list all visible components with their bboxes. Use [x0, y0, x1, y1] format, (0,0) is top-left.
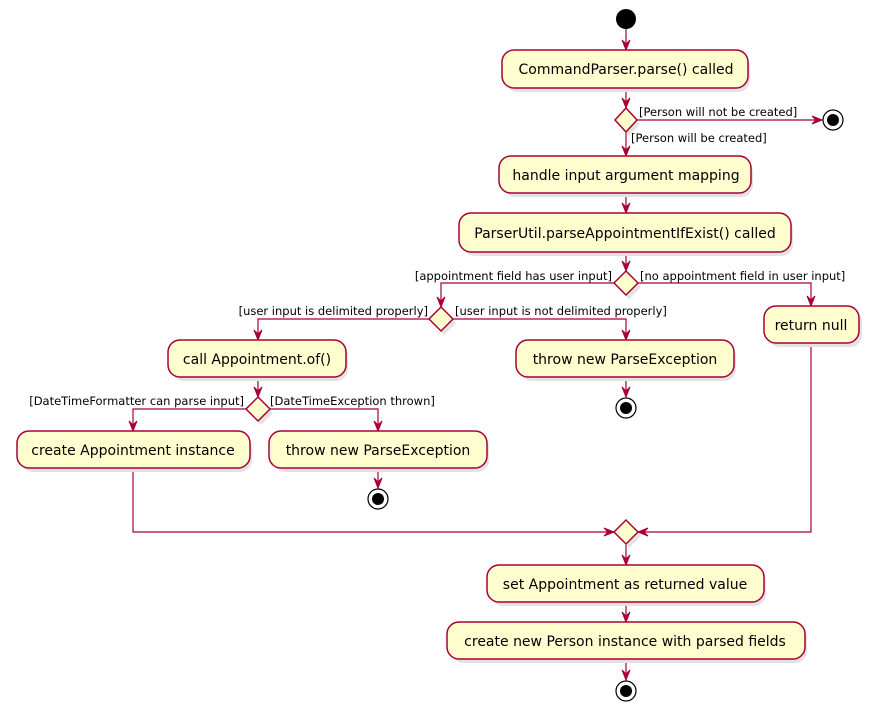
guard-delimited-properly: [user input is delimited properly] [239, 304, 428, 318]
guard-person-not-created: [Person will not be created] [639, 105, 797, 119]
decision-appointment-field [612, 269, 641, 299]
end-node-person-not-created [822, 109, 844, 131]
action-throw-parse-exception-2: throw new ParseException [268, 430, 489, 472]
action-set-appointment: set Appointment as returned value [486, 564, 766, 606]
arrowhead [621, 669, 631, 682]
action-create-person: create new Person instance with parsed f… [446, 621, 807, 663]
edge-decision4-to-throw2 [270, 408, 379, 431]
action-label: ParserUtil.parseAppointmentIfExist() cal… [474, 226, 775, 242]
guard-appointment-field-has-input: [appointment field has user input] [415, 269, 612, 283]
action-label: return null [775, 318, 848, 334]
arrowhead [373, 477, 383, 490]
edge-decision3-to-call-of [257, 318, 429, 340]
guard-not-delimited-properly: [user input is not delimited properly] [455, 304, 667, 318]
arrowhead [128, 420, 138, 433]
action-create-appointment: create Appointment instance [16, 430, 252, 472]
arrowhead [253, 386, 263, 399]
guard-formatter-can-parse: [DateTimeFormatter can parse input] [29, 394, 244, 408]
action-handle-mapping: handle input argument mapping [498, 155, 753, 197]
action-return-null: return null [763, 305, 862, 347]
arrowhead [621, 329, 631, 342]
arrowhead [373, 420, 383, 433]
edge-decision2-to-return-null [638, 282, 812, 306]
end-node-not-delimited [615, 397, 637, 419]
action-parserutil-called: ParserUtil.parseAppointmentIfExist() cal… [458, 212, 793, 256]
guard-no-appointment-field: [no appointment field in user input] [640, 269, 845, 283]
arrowhead [621, 386, 631, 399]
end-node-datetime-exception [367, 488, 389, 510]
arrowhead [253, 329, 263, 342]
end-node-final [615, 680, 637, 702]
action-label: CommandParser.parse() called [519, 62, 734, 78]
arrowhead [621, 202, 631, 215]
merge-node [612, 518, 641, 548]
edge-return-null-to-merge [638, 343, 812, 533]
action-call-appointment-of: call Appointment.of() [167, 339, 348, 381]
start-node [616, 9, 636, 29]
guard-datetime-exception: [DateTimeException thrown] [270, 394, 435, 408]
edge-decision3-to-throw1 [453, 318, 627, 340]
arrowhead [436, 296, 446, 309]
edge-decision4-to-create-appt [132, 408, 246, 431]
arrowhead [811, 115, 824, 125]
arrowhead [806, 295, 816, 308]
arrowhead [603, 527, 616, 537]
arrowhead [636, 527, 649, 537]
arrowhead [621, 39, 631, 52]
guard-labels: [Person will not be created] [Person wil… [29, 105, 845, 408]
edge-decision2-to-decision3 [440, 282, 614, 307]
action-label: set Appointment as returned value [503, 577, 747, 593]
arrowhead [621, 145, 631, 158]
action-throw-parse-exception-1: throw new ParseException [515, 339, 736, 381]
action-label: create Appointment instance [31, 443, 234, 459]
decision-datetime-parse [244, 395, 273, 425]
action-parse-called: CommandParser.parse() called [501, 49, 750, 92]
action-label: call Appointment.of() [183, 352, 331, 368]
arrowhead [621, 611, 631, 624]
guard-person-created: [Person will be created] [631, 131, 767, 145]
action-label: throw new ParseException [286, 443, 471, 459]
edge-create-appt-to-merge [132, 468, 614, 533]
decision-delimited [427, 305, 456, 335]
decision-person-created [613, 106, 640, 136]
action-label: throw new ParseException [533, 352, 718, 368]
arrowhead [621, 260, 631, 273]
arrowhead [621, 554, 631, 567]
action-label: handle input argument mapping [512, 168, 739, 184]
arrowhead [621, 97, 631, 110]
action-label: create new Person instance with parsed f… [464, 634, 786, 650]
